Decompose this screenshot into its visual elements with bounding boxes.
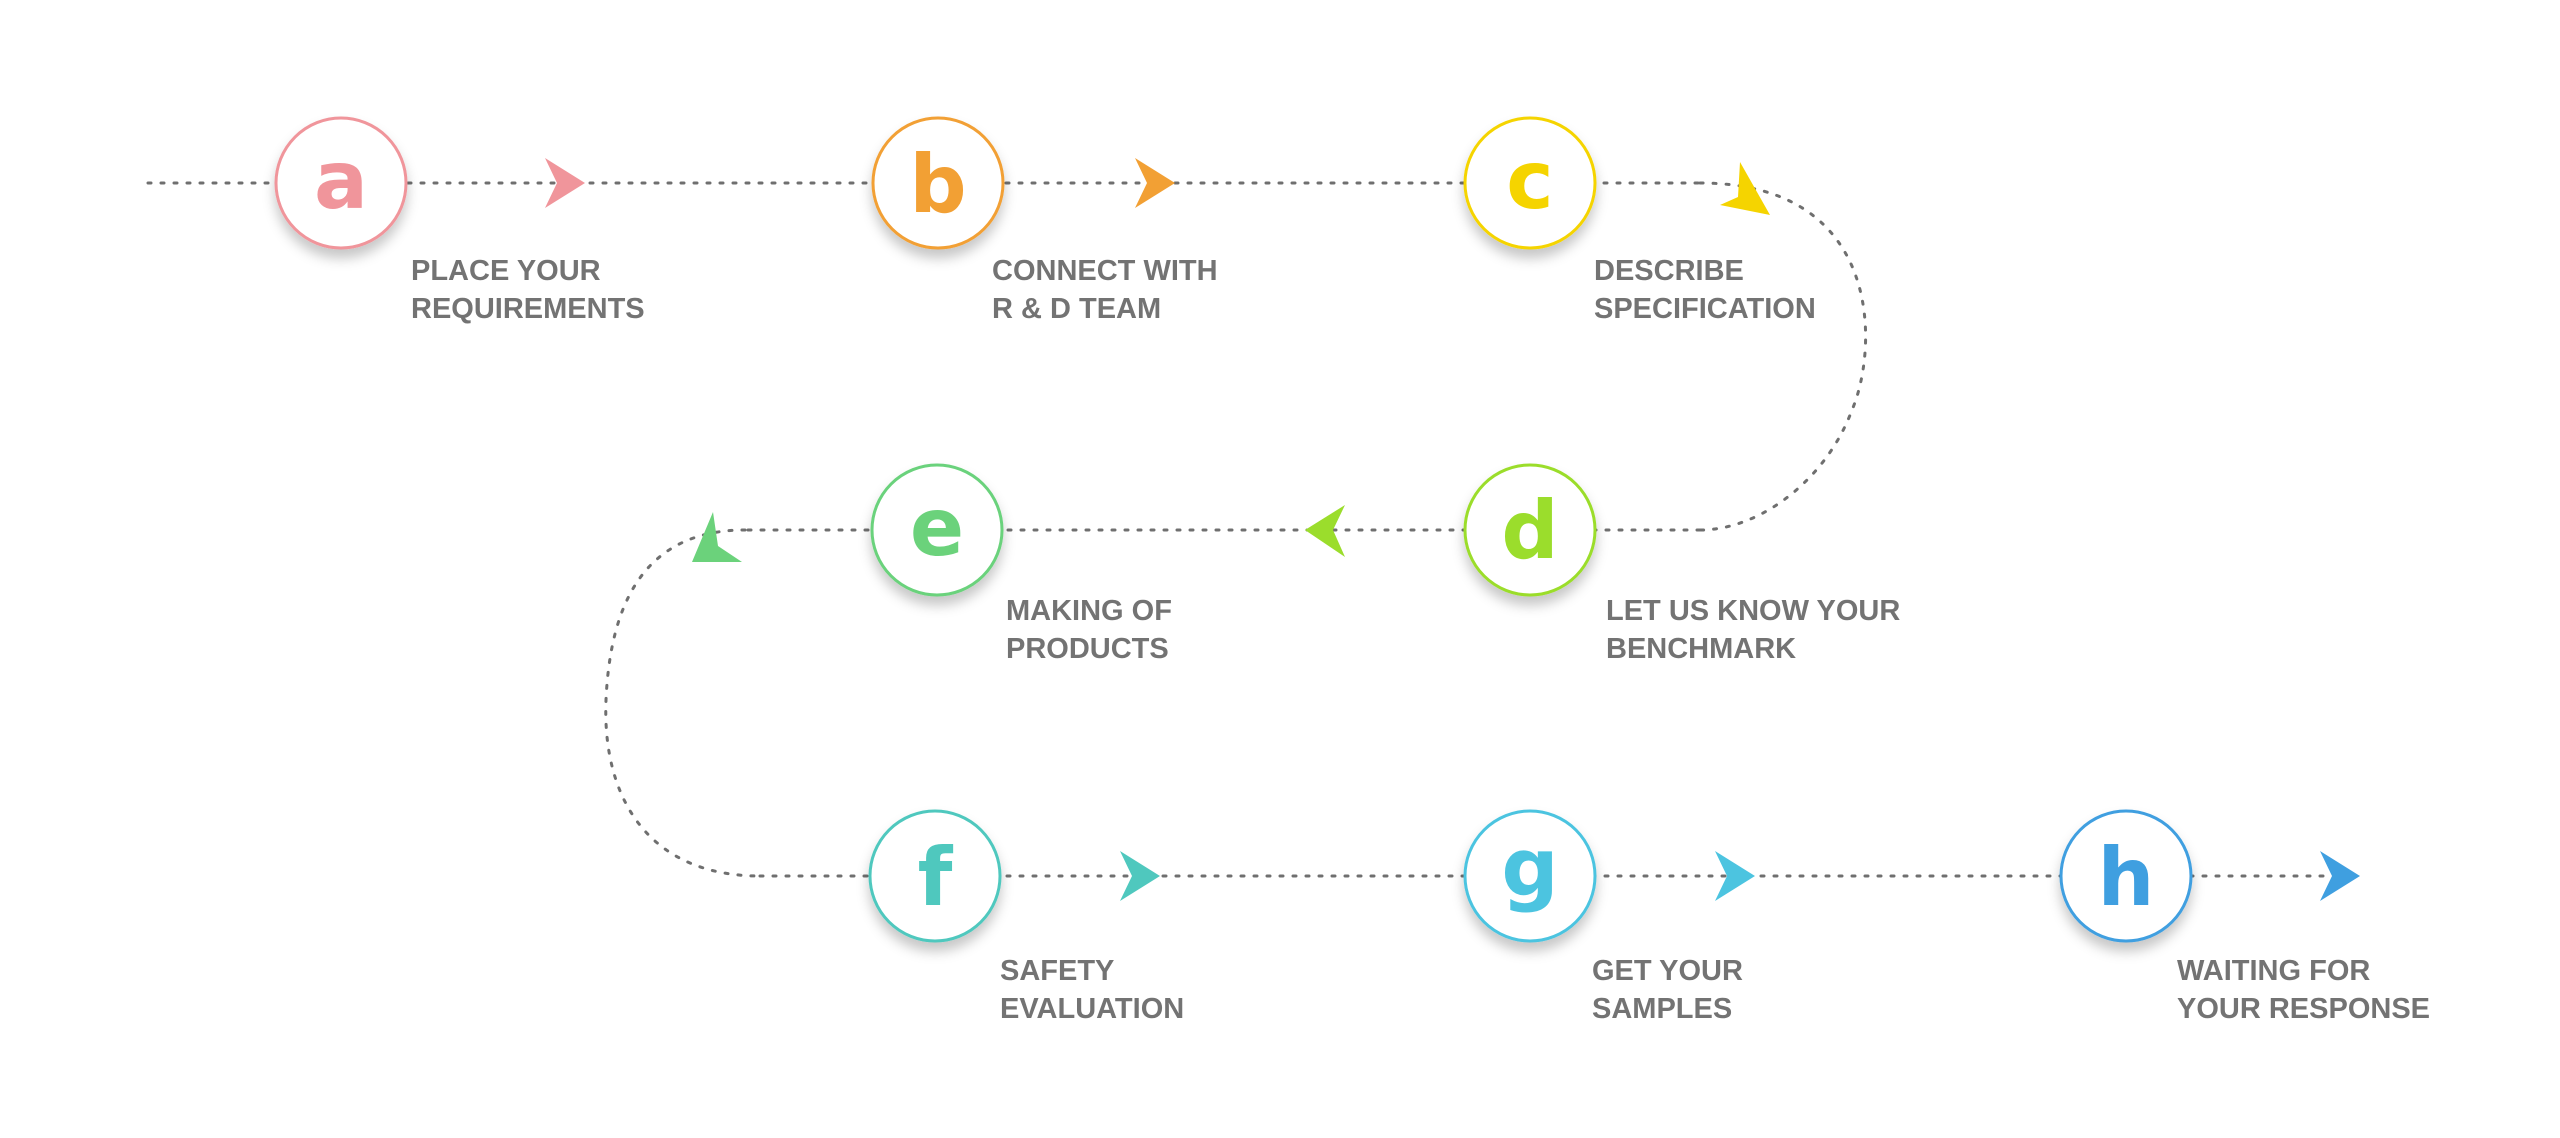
step-circle — [2059, 809, 2193, 943]
step-label-line1: GET YOUR — [1592, 955, 1743, 987]
step-label-line1: WAITING FOR — [2177, 955, 2370, 987]
arrow-up-left-icon — [692, 512, 742, 562]
step-circle — [871, 116, 1005, 250]
arrow-left-icon — [1305, 505, 1345, 557]
step-label-line2: EVALUATION — [1000, 993, 1184, 1025]
step-g: g GET YOUR SAMPLES — [1463, 809, 1743, 1025]
arrow-right-icon — [2320, 851, 2360, 901]
arrow-right-icon — [1715, 851, 1755, 901]
step-circle — [274, 116, 408, 250]
step-label-line1: PLACE YOUR — [411, 255, 601, 287]
step-label-line1: LET US KNOW YOUR — [1606, 595, 1900, 627]
step-circle — [868, 809, 1002, 943]
arrow-down-right-icon — [1720, 162, 1770, 215]
connector-curve-left — [604, 528, 762, 878]
connector-curve-right — [1698, 181, 1868, 532]
step-label-line2: YOUR RESPONSE — [2177, 993, 2430, 1025]
step-label-line1: DESCRIBE — [1594, 255, 1744, 287]
step-d: d LET US KNOW YOUR BENCHMARK — [1463, 463, 1900, 665]
step-circle — [1463, 463, 1597, 597]
step-letter: c — [1506, 134, 1553, 227]
step-label-line2: SAMPLES — [1592, 993, 1732, 1025]
step-letter: g — [1501, 821, 1558, 914]
step-letter: d — [1501, 484, 1558, 577]
step-f: f SAFETY EVALUATION — [868, 809, 1184, 1025]
step-label-line1: CONNECT WITH — [992, 255, 1218, 287]
step-label-line2: PRODUCTS — [1006, 633, 1169, 665]
step-label-line2: REQUIREMENTS — [411, 293, 645, 325]
step-label-line1: MAKING OF — [1006, 595, 1172, 627]
step-letter: f — [918, 831, 954, 924]
step-circle — [1463, 809, 1597, 943]
step-letter: h — [2098, 831, 2155, 924]
step-label-line2: R & D TEAM — [992, 293, 1161, 325]
step-e: e MAKING OF PRODUCTS — [870, 463, 1172, 665]
step-h: h WAITING FOR YOUR RESPONSE — [2059, 809, 2430, 1025]
step-circle — [870, 463, 1004, 597]
step-label-line2: BENCHMARK — [1606, 633, 1796, 665]
step-letter: e — [910, 481, 964, 574]
step-b: b CONNECT WITH R & D TEAM — [871, 116, 1218, 325]
arrow-right-icon — [545, 158, 585, 208]
step-c: c DESCRIBE SPECIFICATION — [1463, 116, 1816, 325]
step-letter: b — [909, 138, 966, 231]
step-label-line1: SAFETY — [1000, 955, 1114, 987]
arrow-right-icon — [1120, 851, 1160, 901]
step-letter: a — [314, 134, 368, 227]
arrow-right-icon — [1135, 158, 1175, 208]
direction-arrows — [545, 158, 2360, 901]
step-circle — [1463, 116, 1597, 250]
step-a: a PLACE YOUR REQUIREMENTS — [274, 116, 645, 325]
step-label-line2: SPECIFICATION — [1594, 293, 1816, 325]
